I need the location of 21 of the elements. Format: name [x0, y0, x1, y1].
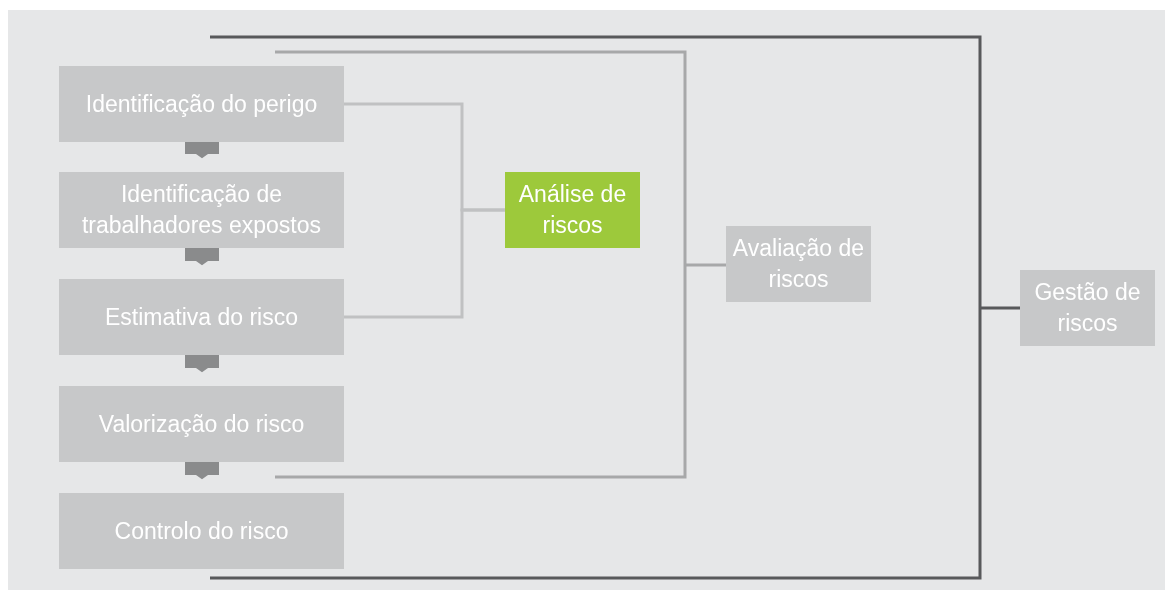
step-box: [59, 279, 344, 355]
step-box: [59, 66, 344, 142]
arrow: [185, 142, 219, 159]
box-label: Valorização do risco: [98, 409, 305, 439]
connector-line: [344, 208, 505, 319]
step-box: [59, 493, 344, 569]
step-box: [59, 172, 344, 248]
box-label: Estimativa do risco: [105, 302, 298, 332]
arrow: [185, 462, 219, 480]
box-label: Gestão de riscos: [1033, 278, 1142, 338]
box-label: Análise de riscos: [517, 180, 628, 240]
box-label: Avaliação de riscos: [731, 234, 866, 294]
box-label: Identificação de trabalhadores expostos: [80, 180, 323, 240]
stage-box: [1020, 270, 1155, 346]
stage-box: [726, 226, 871, 302]
arrow: [185, 355, 219, 373]
step-box: [59, 386, 344, 462]
box-label: Controlo do risco: [114, 516, 289, 546]
arrow: [185, 248, 219, 266]
stage-box: [505, 172, 640, 248]
box-label: Identificação do perigo: [85, 89, 318, 119]
